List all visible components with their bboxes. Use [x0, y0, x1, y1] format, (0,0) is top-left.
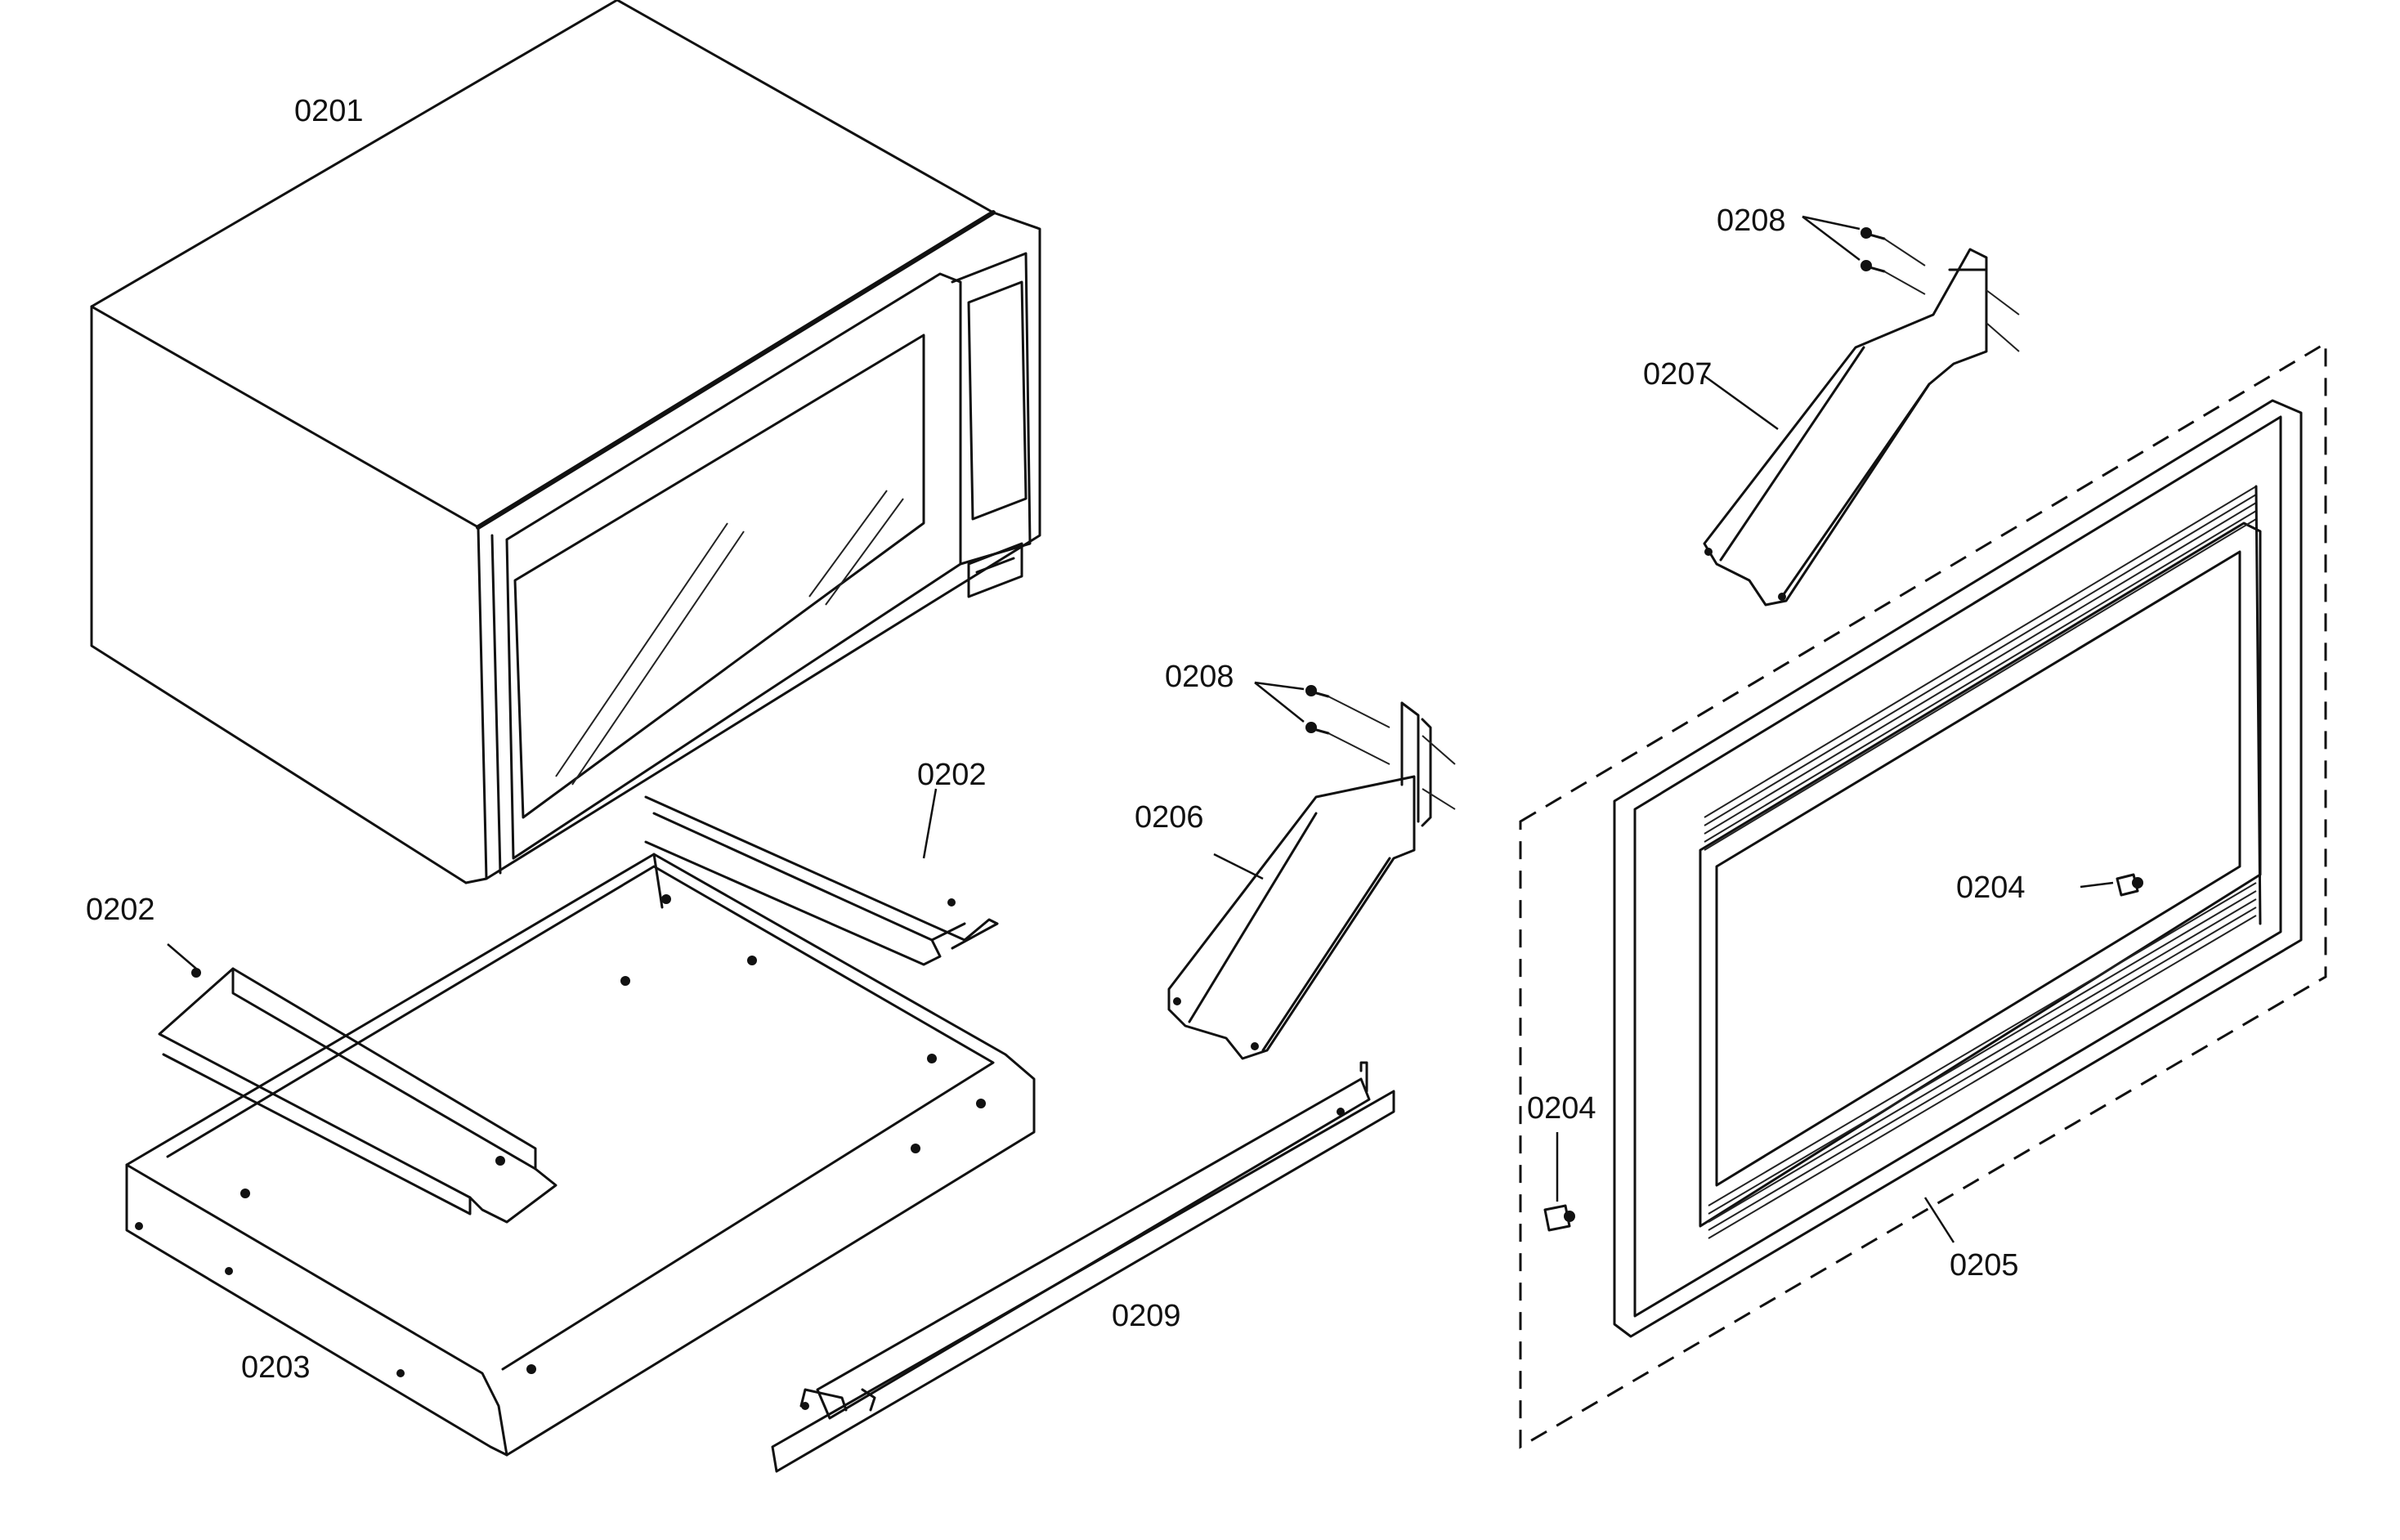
- callout-0208-upper: 0208: [1717, 204, 1786, 238]
- stud-lower: [1543, 1204, 1575, 1232]
- callout-0202-upper: 0202: [917, 758, 987, 792]
- trim-frame: [1519, 341, 2327, 1449]
- trim-rail-lower: [158, 967, 557, 1224]
- trim-rail-upper: [644, 795, 999, 966]
- screws-lower: [1305, 685, 1390, 765]
- callout-0209: 0209: [1112, 1299, 1181, 1333]
- stud-upper: [2116, 873, 2143, 897]
- callout-0201: 0201: [294, 94, 364, 128]
- callout-0204-upper: 0204: [1956, 871, 2026, 905]
- callout-0205: 0205: [1950, 1248, 2019, 1283]
- microwave-oven: [90, 0, 1041, 884]
- callout-0204-lower: 0204: [1527, 1091, 1596, 1126]
- callout-labels: 0201 0202 0202 0203 0204 0204 0205 0206 …: [86, 94, 2026, 1385]
- bracket-right: [1703, 248, 2020, 607]
- callout-0202-lower: 0202: [86, 893, 155, 927]
- callout-0207: 0207: [1643, 357, 1713, 392]
- leader-lines: [167, 215, 2114, 1243]
- base-tray: [125, 853, 1036, 1457]
- callout-0203: 0203: [241, 1350, 311, 1385]
- bracket-left: [1167, 701, 1456, 1060]
- callout-0208-lower: 0208: [1165, 660, 1234, 694]
- trim-strip: [771, 1061, 1395, 1473]
- screws-upper: [1860, 227, 1926, 295]
- callout-0206: 0206: [1135, 800, 1204, 835]
